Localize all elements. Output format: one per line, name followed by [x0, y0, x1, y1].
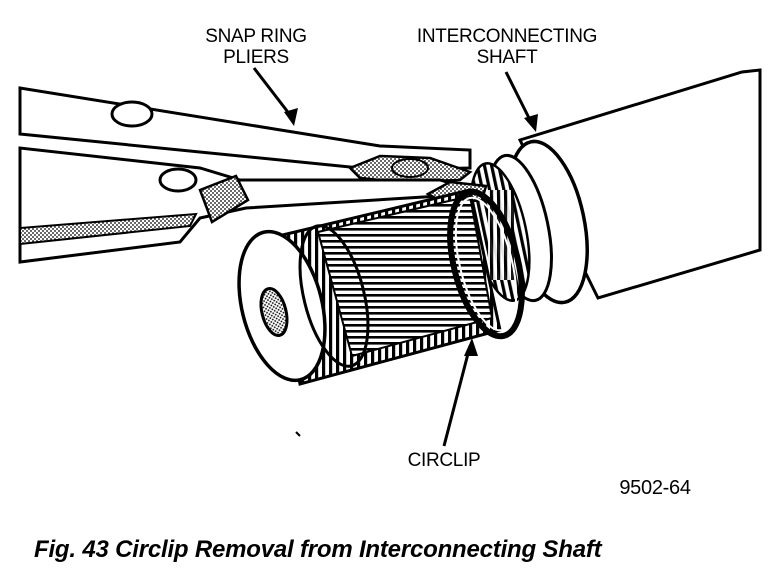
- arrow-circlip: [442, 345, 472, 447]
- arrow-interconnecting-shaft: [504, 71, 534, 125]
- label-interconnecting-shaft-line2: SHAFT: [476, 47, 538, 68]
- snap-ring-pliers: [18, 86, 488, 264]
- circlip-ring: [447, 188, 525, 340]
- label-interconnecting-shaft-line1: INTERCONNECTING: [416, 26, 598, 47]
- label-snap-ring-pliers: SNAP RING PLIERS: [196, 26, 316, 68]
- label-snap-ring-pliers-line2: PLIERS: [223, 47, 289, 68]
- figure-caption: Fig. 43 Circlip Removal from Interconnec…: [34, 536, 602, 563]
- label-circlip: CIRCLIP: [407, 450, 481, 471]
- figure-code: 9502-64: [619, 477, 691, 499]
- label-snap-ring-pliers-line1: SNAP RING: [205, 26, 307, 47]
- leader-arrows: [252, 67, 538, 447]
- label-interconnecting-shaft: INTERCONNECTING SHAFT: [400, 26, 614, 68]
- interconnecting-shaft: [469, 68, 762, 305]
